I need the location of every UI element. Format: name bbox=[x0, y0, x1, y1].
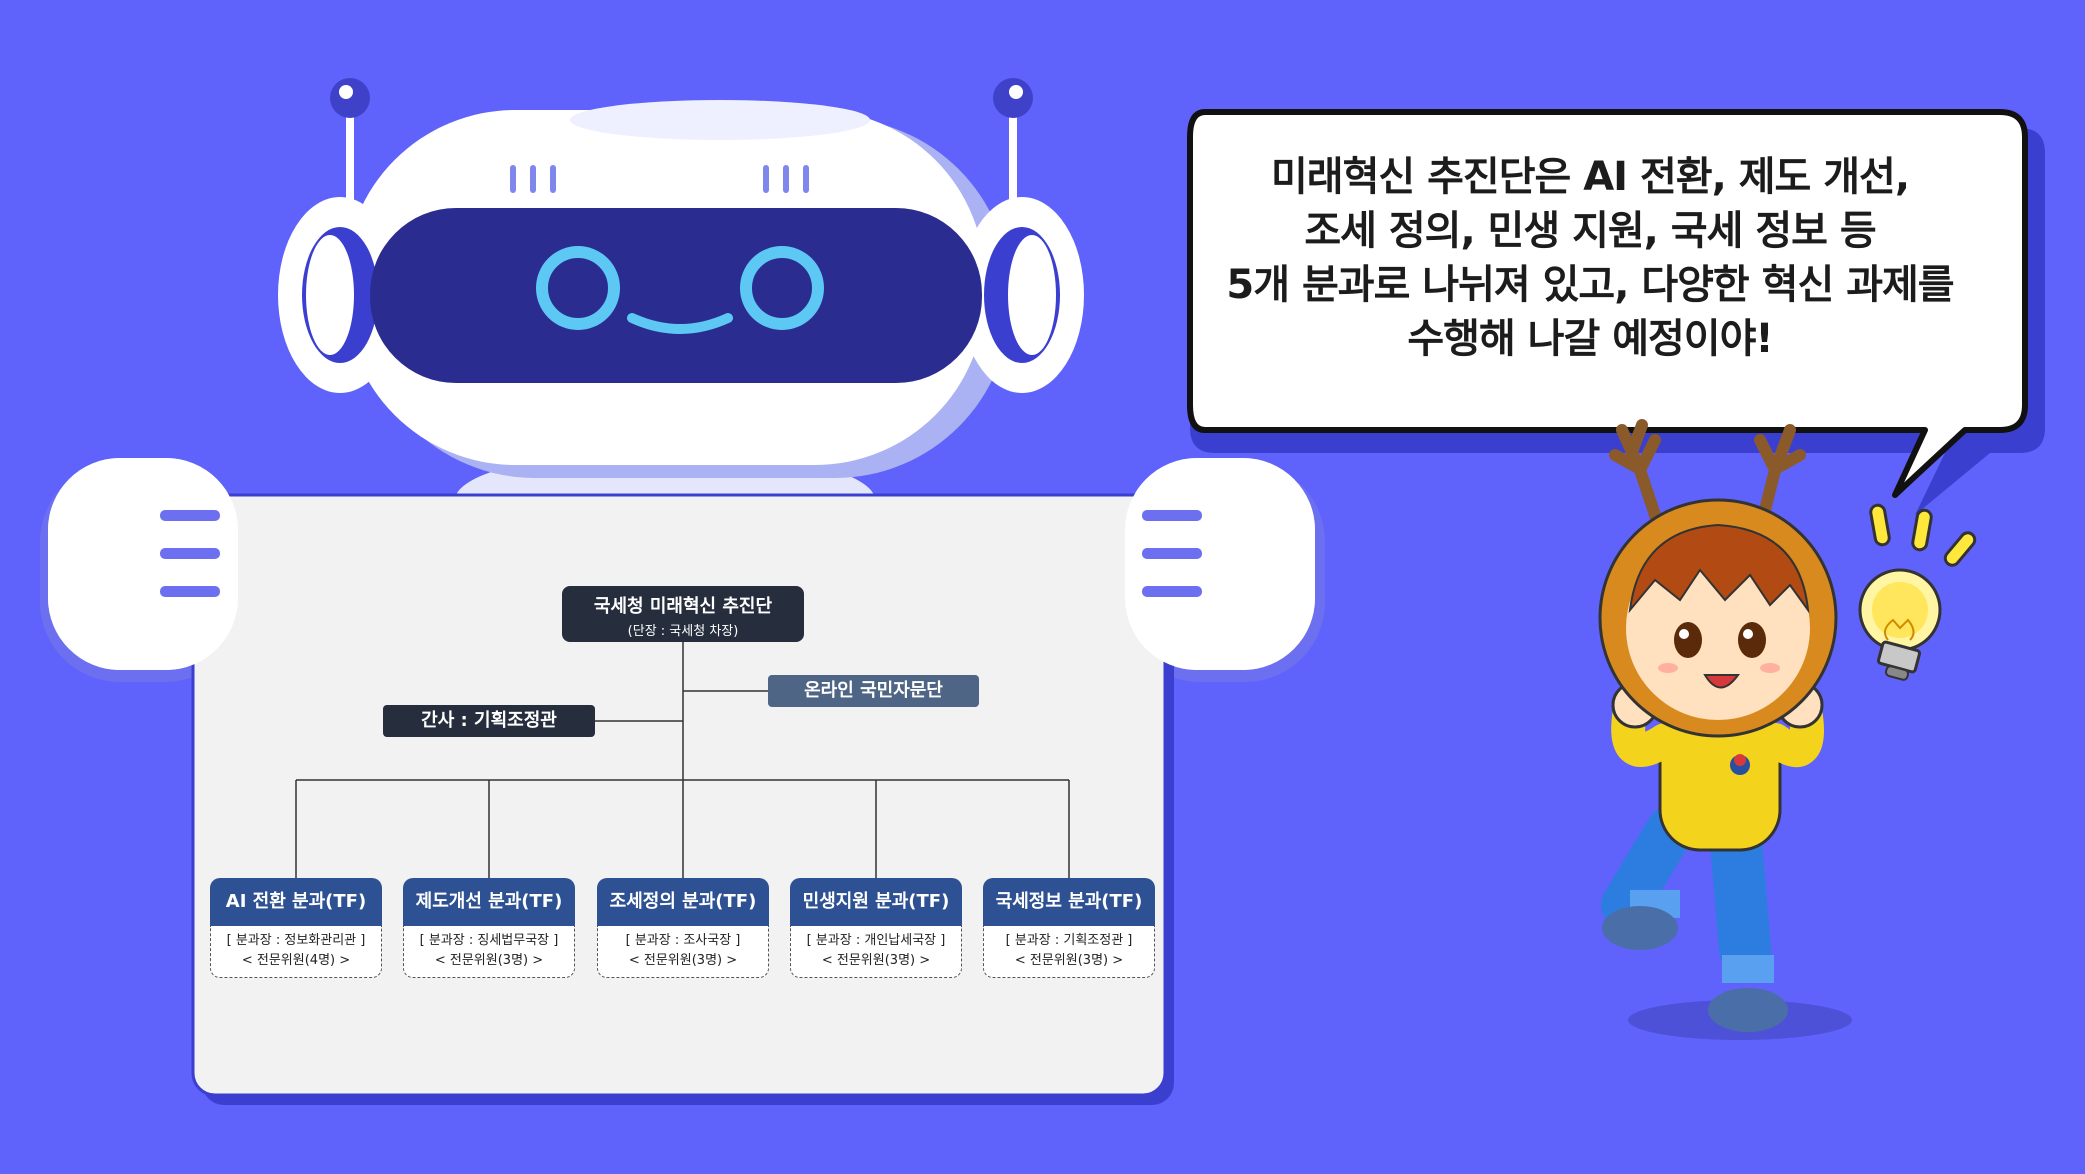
division-title: 국세정보 분과(TF) bbox=[983, 878, 1155, 926]
bubble-line-1: 미래혁신 추진단은 AI 전환, 제도 개선, bbox=[1270, 154, 1910, 200]
division-node-tax-justice: 조세정의 분과(TF) [ 분과장 : 조사국장 ] < 전문위원(3명) > bbox=[597, 878, 769, 978]
division-node-system: 제도개선 분과(TF) [ 분과장 : 징세법무국장 ] < 전문위원(3명) … bbox=[403, 878, 575, 978]
character-mascot bbox=[1598, 419, 1852, 1040]
secretary-node: 간사 : 기획조정관 bbox=[383, 705, 595, 737]
division-title: 제도개선 분과(TF) bbox=[403, 878, 575, 926]
division-node-livelihood: 민생지원 분과(TF) [ 분과장 : 개인납세국장 ] < 전문위원(3명) … bbox=[790, 878, 962, 978]
division-lead: [ 분과장 : 조사국장 ] bbox=[625, 933, 741, 948]
division-details: [ 분과장 : 기획조정관 ] < 전문위원(3명) > bbox=[983, 926, 1155, 978]
robot-visor bbox=[370, 208, 982, 383]
division-details: [ 분과장 : 개인납세국장 ] < 전문위원(3명) > bbox=[790, 926, 962, 978]
bubble-line-3: 5개 분과로 나뉘져 있고, 다양한 혁신 과제를 bbox=[1226, 262, 1954, 308]
org-head-node: 국세청 미래혁신 추진단 (단장 : 국세청 차장) bbox=[562, 586, 804, 642]
robot-antenna-ball-left bbox=[330, 78, 370, 118]
division-title: AI 전환 분과(TF) bbox=[210, 878, 382, 926]
division-title: 민생지원 분과(TF) bbox=[790, 878, 962, 926]
robot-eye-left bbox=[536, 246, 620, 330]
bubble-line-4: 수행해 나갈 예정이야! bbox=[1407, 316, 1773, 362]
speech-bubble-text: 미래혁신 추진단은 AI 전환, 제도 개선, 조세 정의, 민생 지원, 국세… bbox=[1190, 150, 1990, 366]
division-node-tax-info: 국세정보 분과(TF) [ 분과장 : 기획조정관 ] < 전문위원(3명) > bbox=[983, 878, 1155, 978]
org-board bbox=[191, 493, 1167, 1097]
division-details: [ 분과장 : 징세법무국장 ] < 전문위원(3명) > bbox=[403, 926, 575, 978]
division-details: [ 분과장 : 조사국장 ] < 전문위원(3명) > bbox=[597, 926, 769, 978]
division-lead: [ 분과장 : 개인납세국장 ] bbox=[806, 933, 946, 948]
robot-mouth bbox=[627, 313, 733, 334]
org-head-title: 국세청 미래혁신 추진단 bbox=[593, 596, 773, 617]
division-members: < 전문위원(3명) > bbox=[821, 953, 931, 968]
division-members: < 전문위원(4명) > bbox=[241, 953, 351, 968]
division-members: < 전문위원(3명) > bbox=[628, 953, 738, 968]
division-members: < 전문위원(3명) > bbox=[434, 953, 544, 968]
bubble-line-2: 조세 정의, 민생 지원, 국세 정보 등 bbox=[1304, 208, 1876, 254]
division-lead: [ 분과장 : 정보화관리관 ] bbox=[226, 933, 366, 948]
division-lead: [ 분과장 : 징세법무국장 ] bbox=[419, 933, 559, 948]
robot-eye-right bbox=[740, 246, 824, 330]
division-members: < 전문위원(3명) > bbox=[1014, 953, 1124, 968]
division-node-ai: AI 전환 분과(TF) [ 분과장 : 정보화관리관 ] < 전문위원(4명)… bbox=[210, 878, 382, 978]
speech-bubble bbox=[1187, 109, 2045, 515]
division-details: [ 분과장 : 정보화관리관 ] < 전문위원(4명) > bbox=[210, 926, 382, 978]
org-connectors bbox=[295, 642, 1070, 878]
lightbulb-icon bbox=[1858, 503, 1977, 681]
org-head-subtitle: (단장 : 국세청 차장) bbox=[627, 624, 739, 639]
division-title: 조세정의 분과(TF) bbox=[597, 878, 769, 926]
division-lead: [ 분과장 : 기획조정관 ] bbox=[1005, 933, 1133, 948]
online-advisory-node: 온라인 국민자문단 bbox=[768, 675, 979, 707]
